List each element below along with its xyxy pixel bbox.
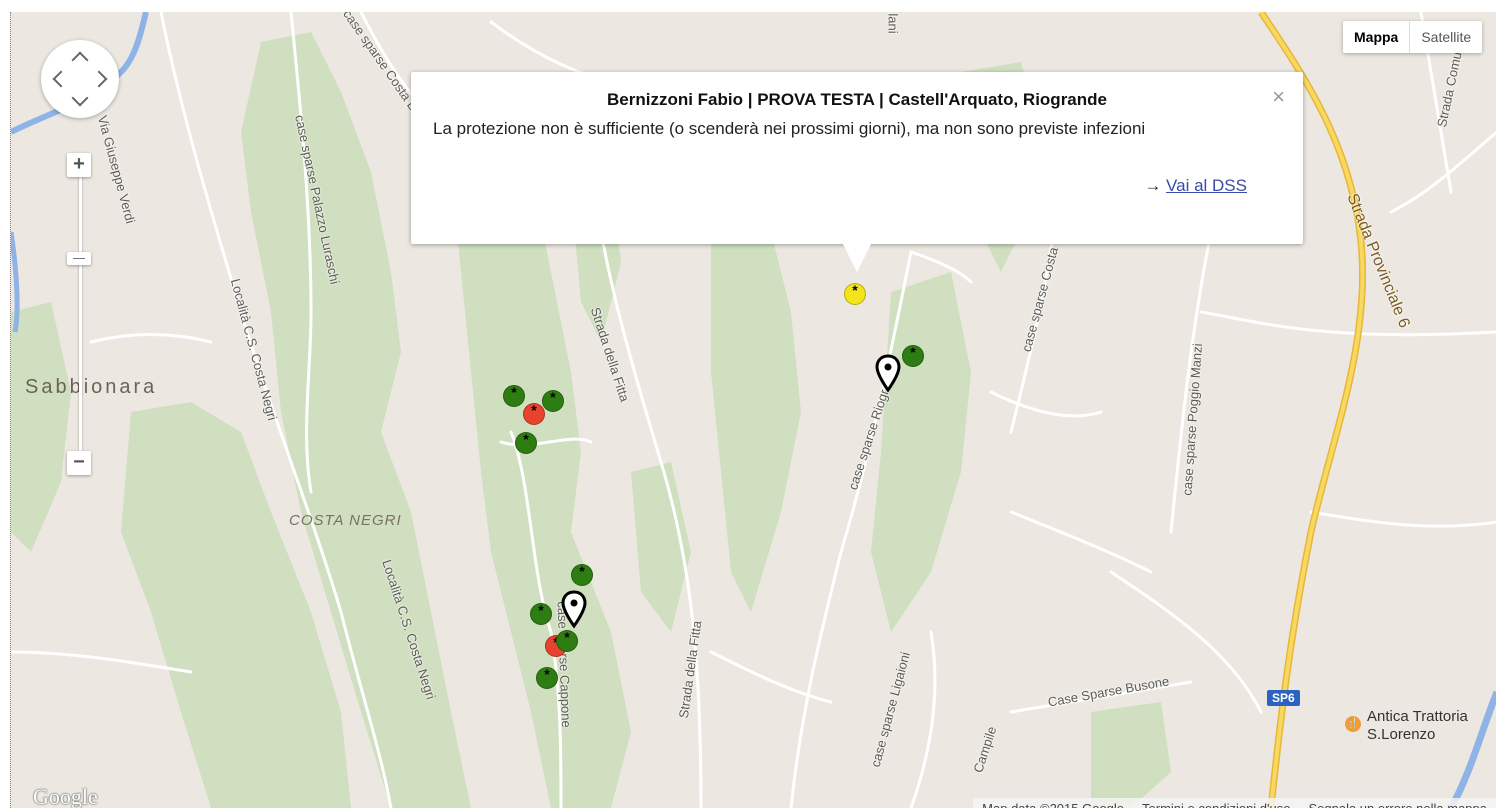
zoom-in-button[interactable]: + [67,153,91,177]
zoom-slider-handle[interactable] [67,252,91,265]
restaurant-icon: 🍴 [1345,716,1361,732]
map-type-satellite-button[interactable]: Satellite [1421,29,1472,45]
pan-left-icon[interactable] [52,70,70,88]
google-logo[interactable]: Google [33,784,98,808]
road-label: lani [885,13,901,34]
close-icon[interactable]: × [1272,84,1285,109]
map-data-text: Map data ©2015 Google [973,798,1133,808]
dss-link[interactable]: Vai al DSS [1166,176,1247,195]
marker-green[interactable]: * [515,431,537,454]
marker-red[interactable]: * [523,402,545,425]
marker-label: * [531,402,537,418]
info-window-title: Bernizzoni Fabio | PROVA TESTA | Castell… [607,90,1107,109]
marker-green[interactable]: * [542,389,564,412]
report-error-link[interactable]: Segnala un errore nella mappa [1299,798,1496,808]
marker-label: * [910,344,916,360]
marker-label: * [579,563,585,579]
road-shield-sp6: SP6 [1267,690,1300,706]
zoom-slider-track[interactable] [79,164,82,464]
marker-green[interactable]: * [530,602,552,625]
pan-down-icon[interactable] [71,89,89,107]
map-canvas[interactable]: Sabbionara COSTA NEGRI Via Giuseppe Verd… [10,12,1496,808]
poi-restaurant[interactable]: 🍴 Antica Trattoria S.Lorenzo [1345,708,1487,744]
place-label-costa-negri: COSTA NEGRI [289,512,402,529]
terms-link[interactable]: Termini e condizioni d'uso [1133,798,1299,808]
marker-green[interactable]: * [536,666,558,689]
zoom-out-button[interactable]: − [67,451,91,475]
marker-green[interactable]: * [902,344,924,367]
map-type-map-button[interactable]: Mappa [1343,21,1411,53]
pan-up-icon[interactable] [71,51,89,69]
marker-label: * [523,431,529,447]
marker-green[interactable]: * [571,563,593,586]
marker-label: * [511,384,517,400]
marker-label: * [538,602,544,618]
arrow-right-icon: → [1144,176,1162,195]
marker-label: * [546,634,566,650]
marker-label: * [852,282,858,298]
info-window-link-row: → Vai al DSS [1144,176,1247,196]
marker-label: * [550,389,556,405]
pan-control[interactable] [41,40,119,118]
marker-green[interactable]: * [556,629,578,652]
map-attribution: Map data ©2015 Google Termini e condizio… [973,798,1496,808]
map-type-control: Mappa Satellite [1343,21,1483,53]
info-window: Bernizzoni Fabio | PROVA TESTA | Castell… [411,72,1303,244]
marker-label: * [544,666,550,682]
poi-name: Antica Trattoria S.Lorenzo [1367,708,1468,743]
location-pin-icon[interactable] [875,354,901,394]
pan-right-icon[interactable] [90,70,108,88]
info-window-description: La protezione non è sufficiente (o scend… [433,119,1146,138]
marker-label: * [564,629,570,645]
info-window-tail [843,244,871,272]
marker-yellow[interactable]: * [844,282,866,305]
location-pin-icon[interactable] [561,590,587,630]
place-label-sabbionara: Sabbionara [25,376,158,398]
marker-green[interactable]: * [503,384,525,407]
